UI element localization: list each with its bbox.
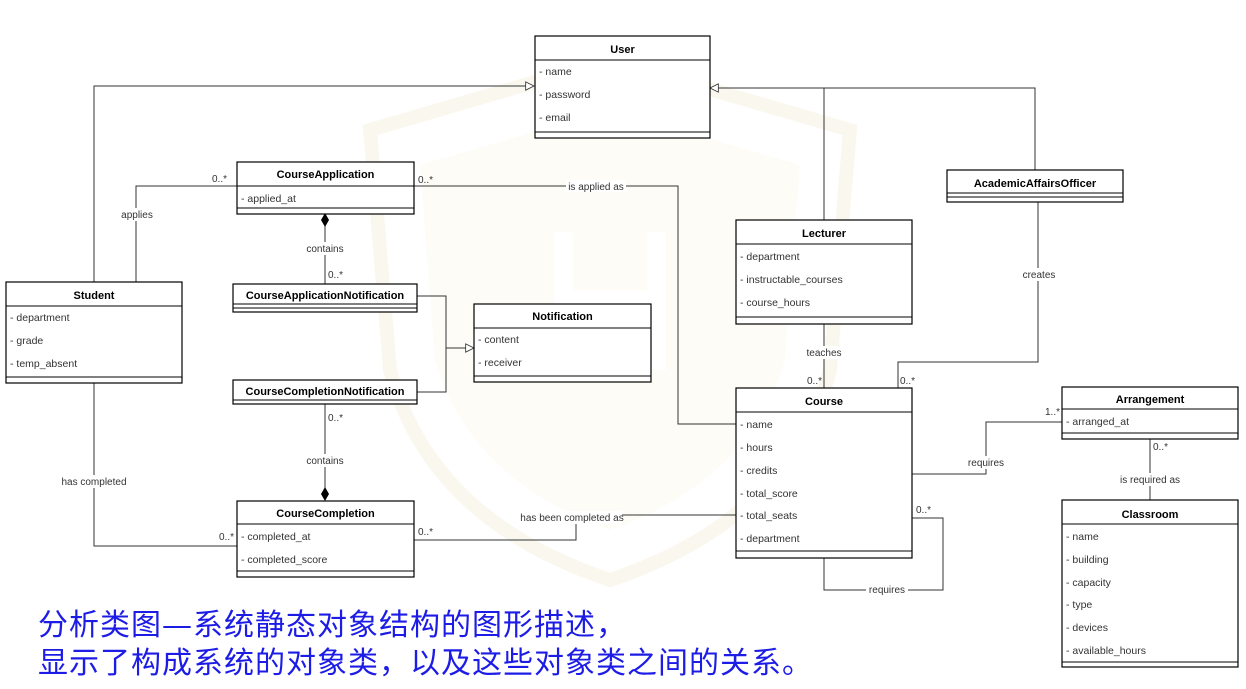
label-applies: applies <box>121 210 153 221</box>
class-course-application-notification[interactable]: CourseApplicationNotification <box>232 283 418 313</box>
class-title: CourseCompletion <box>276 508 375 520</box>
class-title: CourseApplicationNotification <box>246 290 405 302</box>
edge-notifications-notification <box>417 295 474 393</box>
attr-credits: - credits <box>740 465 777 477</box>
mult-contains-top: 0..* <box>328 270 343 281</box>
class-title: CourseCompletionNotification <box>246 386 405 398</box>
composition-diamond-top <box>321 213 329 227</box>
label-is-required-as: is required as <box>1120 475 1180 486</box>
caption-line-2: 显示了构成系统的对象类，以及这些对象类之间的关系。 <box>38 646 813 681</box>
mult-complete-course: 0..* <box>418 527 433 538</box>
edge-student-user <box>93 86 534 282</box>
attr-password: - password <box>539 89 591 101</box>
class-arrangement[interactable]: Arrangement - arranged_at <box>1061 386 1239 440</box>
label-has-completed: has completed <box>61 477 126 488</box>
label-requires-self: requires <box>869 585 905 596</box>
class-user[interactable]: User - name - password - email <box>534 35 711 139</box>
attr-completed-score: - completed_score <box>241 554 328 566</box>
class-title: Classroom <box>1122 509 1179 521</box>
label-teaches: teaches <box>806 348 841 359</box>
attr-devices: - devices <box>1066 622 1108 634</box>
attr-temp-absent: - temp_absent <box>10 358 77 370</box>
attr-email: - email <box>539 112 571 124</box>
mult-apply-course: 0..* <box>418 175 433 186</box>
class-classroom[interactable]: Classroom - name - building - capacity -… <box>1061 499 1239 668</box>
class-title: Arrangement <box>1116 394 1185 406</box>
mult-arrangement-classroom: 0..* <box>1153 442 1168 453</box>
class-title: AcademicAffairsOfficer <box>974 178 1097 190</box>
attr-arranged-at: - arranged_at <box>1066 416 1129 428</box>
class-course-completion[interactable]: CourseCompletion - completed_at - comple… <box>236 500 415 578</box>
edge-officer-course <box>897 202 1039 388</box>
mult-creates-course: 0..* <box>900 376 915 387</box>
attr-receiver: - receiver <box>478 357 522 369</box>
attr-type: - type <box>1066 599 1092 611</box>
edge-course-arrangement <box>912 421 1062 475</box>
attr-applied-at: - applied_at <box>241 193 296 205</box>
class-notification[interactable]: Notification - content - receiver <box>473 303 652 383</box>
attr-name: - name <box>539 66 572 78</box>
class-course-completion-notification[interactable]: CourseCompletionNotification <box>232 379 418 405</box>
attr-department: - department <box>740 533 800 545</box>
label-contains-bottom: contains <box>306 456 343 467</box>
class-lecturer[interactable]: Lecturer - department - instructable_cou… <box>735 219 913 325</box>
label-creates: creates <box>1023 270 1056 281</box>
label-requires-arrangement: requires <box>968 458 1004 469</box>
attr-capacity: - capacity <box>1066 577 1112 589</box>
class-title: CourseApplication <box>277 169 375 181</box>
class-title: Student <box>74 290 115 302</box>
mult-apply-student: 0..* <box>212 174 227 185</box>
attr-hours: - hours <box>740 442 773 454</box>
class-course-application[interactable]: CourseApplication - applied_at <box>236 161 415 215</box>
class-title: User <box>610 44 635 56</box>
caption-line-1: 分析类图—系统静态对象结构的图形描述， <box>38 608 627 643</box>
edge-coursecompletion-course <box>414 514 736 541</box>
mult-contains-bottom: 0..* <box>328 413 343 424</box>
class-course[interactable]: Course - name - hours - credits - total_… <box>735 387 913 559</box>
edge-student-coursecompletion <box>93 383 237 547</box>
label-contains-top: contains <box>306 244 343 255</box>
attr-department: - department <box>740 251 800 263</box>
mult-arrangement-course: 1..* <box>1045 407 1060 418</box>
attr-total-score: - total_score <box>740 488 798 500</box>
attr-grade: - grade <box>10 335 43 347</box>
label-is-applied-as: is applied as <box>568 182 624 193</box>
attr-course-hours: - course_hours <box>740 297 810 309</box>
edge-courseapplication-course <box>414 185 736 425</box>
edges <box>93 86 1151 591</box>
edge-student-courseapplication <box>135 185 237 282</box>
label-has-been-completed-as: has been completed as <box>520 513 623 524</box>
attr-name: - name <box>740 419 773 431</box>
attr-instructable-courses: - instructable_courses <box>740 274 843 286</box>
edge-lecturer-user <box>710 88 825 220</box>
mult-teaches-course: 0..* <box>807 376 822 387</box>
class-student[interactable]: Student - department - grade - temp_abse… <box>5 281 183 384</box>
attr-total-seats: - total_seats <box>740 510 797 522</box>
edge-labels: applies is applied as contains contains … <box>60 174 1182 597</box>
attr-building: - building <box>1066 554 1109 566</box>
edge-officer-user <box>824 87 1036 170</box>
attr-completed-at: - completed_at <box>241 531 311 543</box>
edge-course-self <box>823 517 944 591</box>
attr-name: - name <box>1066 531 1099 543</box>
composition-diamond-bottom <box>321 487 329 501</box>
class-title: Lecturer <box>802 228 847 240</box>
attr-department: - department <box>10 312 70 324</box>
class-academic-affairs-officer[interactable]: AcademicAffairsOfficer <box>946 169 1124 203</box>
mult-self-requires: 0..* <box>916 505 931 516</box>
attr-available-hours: - available_hours <box>1066 645 1146 657</box>
attr-content: - content <box>478 334 519 346</box>
class-title: Notification <box>532 311 593 323</box>
mult-complete-student: 0..* <box>219 532 234 543</box>
class-title: Course <box>805 396 843 408</box>
